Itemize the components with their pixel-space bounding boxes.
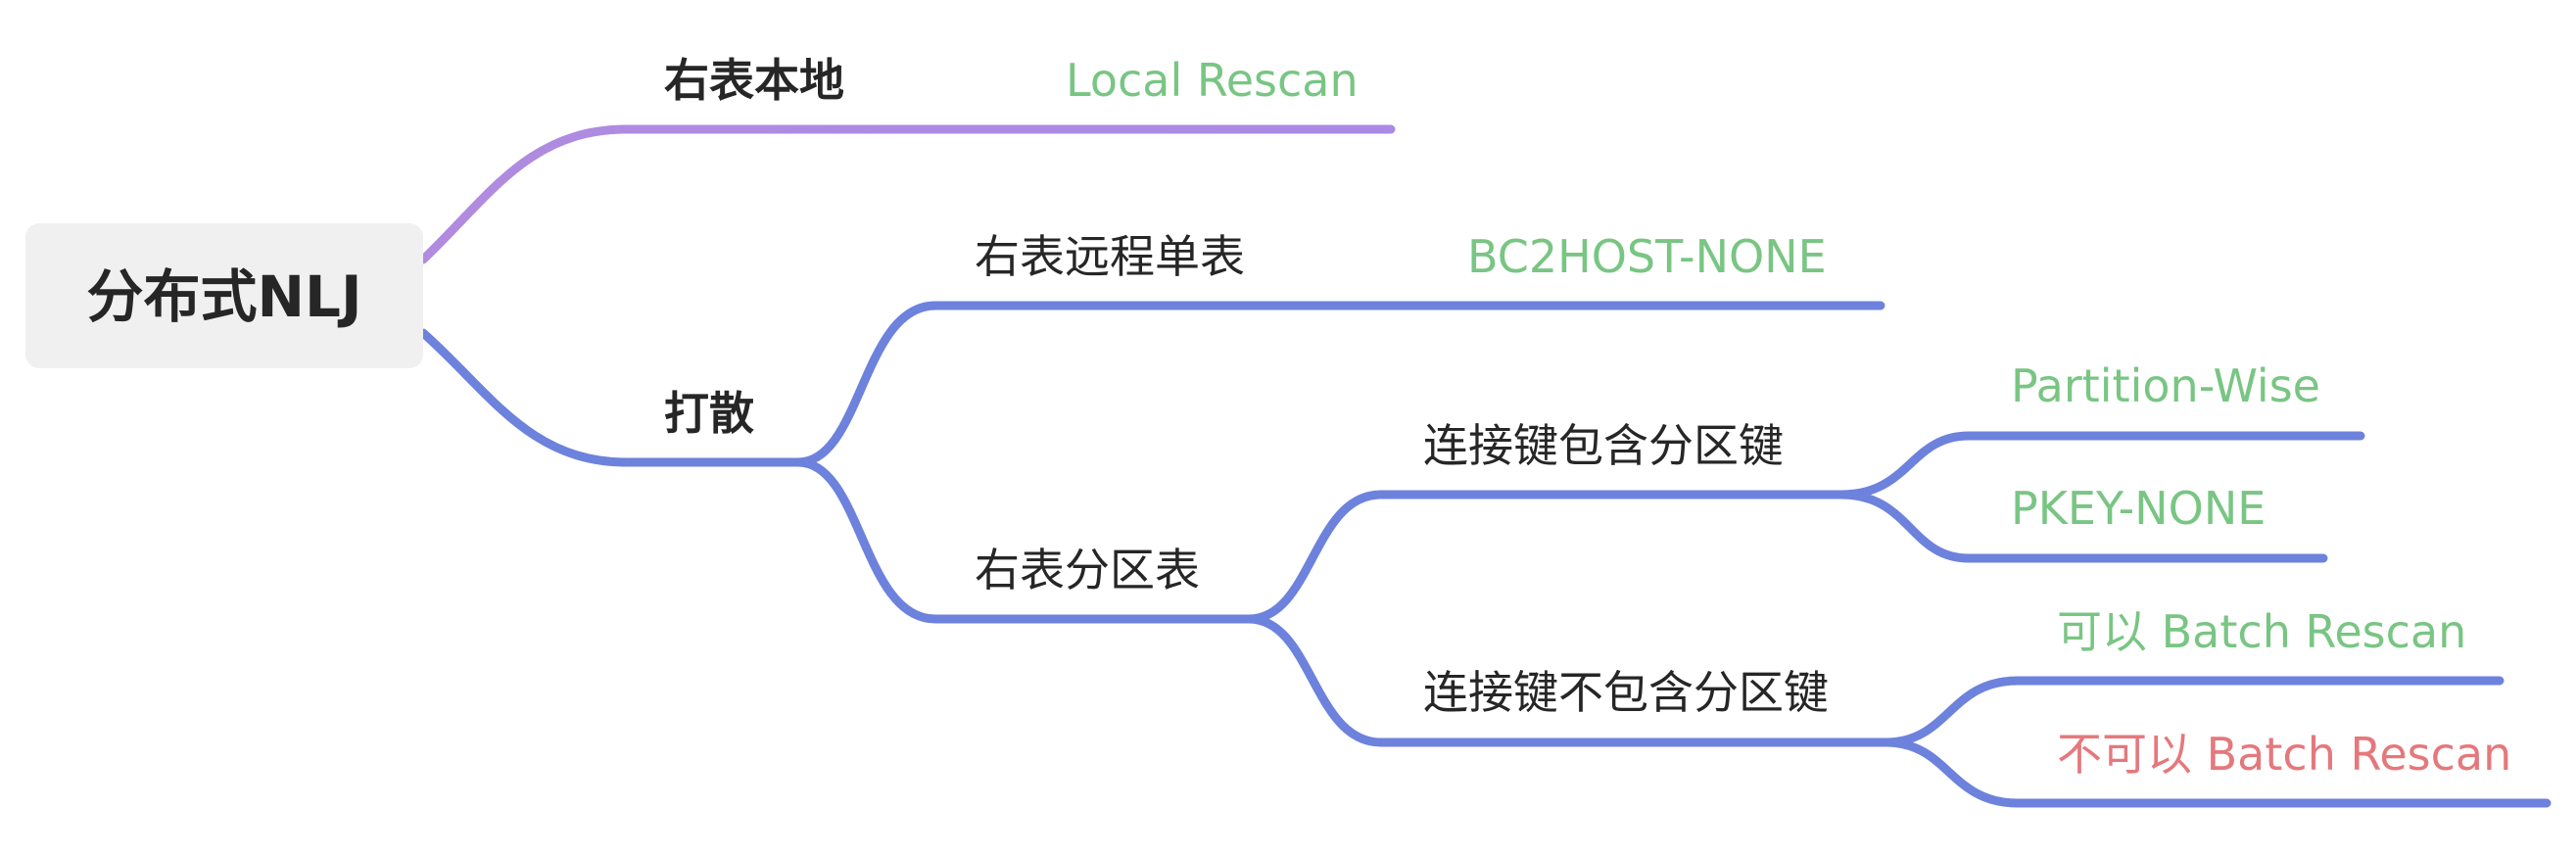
result-batch-rescan-not-allowed[interactable]: 不可以 Batch Rescan	[2057, 728, 2511, 781]
root-node-box	[25, 223, 423, 368]
edge-contains-key-to-pkey-none	[1837, 490, 2328, 563]
edge-shuffle-to-partitioned	[793, 457, 1254, 624]
edge-shuffle-to-remote-single	[793, 301, 1885, 467]
root-node[interactable]: 分布式NLJ	[25, 223, 423, 368]
node-join-key-not-contains-partition-key[interactable]: 连接键不包含分区键	[1423, 666, 1829, 719]
node-remote-single-table[interactable]: 右表远程单表	[975, 230, 1245, 283]
edge-root-to-local	[418, 124, 1396, 264]
edge-root-to-shuffle	[418, 328, 803, 467]
node-partitioned-table[interactable]: 右表分区表	[975, 544, 1200, 596]
result-partition-wise[interactable]: Partition-Wise	[2011, 359, 2320, 412]
edge-contains-key-to-partition-wise	[1837, 431, 2365, 499]
result-local-rescan[interactable]: Local Rescan	[1066, 54, 1359, 107]
edge-partitioned-to-contains-key	[1244, 490, 1846, 624]
edge-not-contains-key-to-no-batch	[1881, 737, 2552, 808]
node-join-key-contains-partition-key[interactable]: 连接键包含分区键	[1423, 419, 1784, 472]
result-pkey-none[interactable]: PKEY-NONE	[2011, 482, 2266, 535]
result-batch-rescan-allowed[interactable]: 可以 Batch Rescan	[2057, 605, 2466, 658]
node-local[interactable]: 右表本地	[664, 54, 844, 107]
edge-partitioned-to-not-contains-key	[1244, 614, 1890, 747]
root-node-label: 分布式NLJ	[86, 263, 361, 330]
edge-not-contains-key-to-batch	[1881, 676, 2504, 747]
result-bc2host-none[interactable]: BC2HOST-NONE	[1467, 230, 1827, 283]
node-shuffle[interactable]: 打散	[664, 387, 754, 440]
